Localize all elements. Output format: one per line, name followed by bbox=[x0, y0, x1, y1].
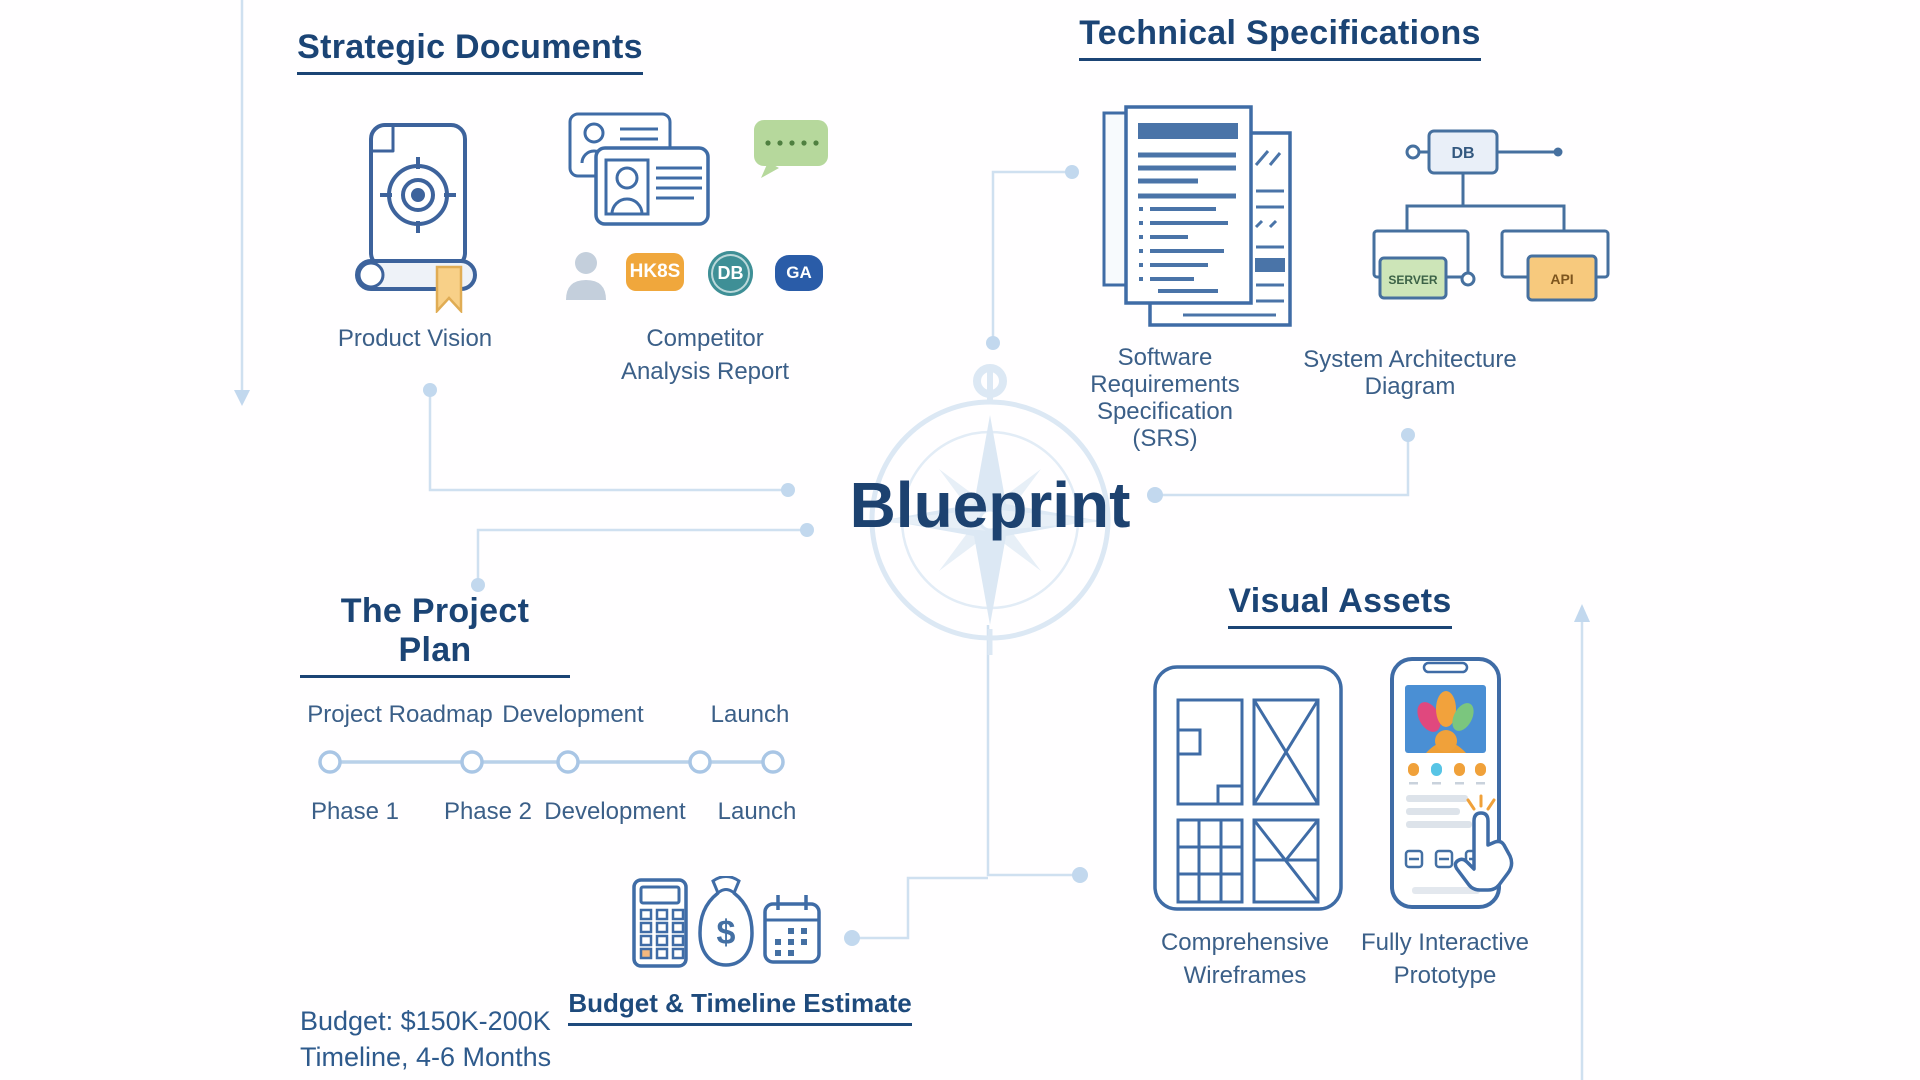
timeline-bottom-label-development: Development bbox=[544, 798, 686, 825]
timeline-node bbox=[318, 750, 342, 774]
timeline-top-label-roadmap: Project Roadmap bbox=[307, 701, 493, 728]
svg-text:API: API bbox=[1550, 271, 1573, 287]
bookmark-ribbon-icon bbox=[435, 265, 463, 313]
competitor-analysis-label: Competitor Analysis Report bbox=[620, 325, 790, 385]
compass-watermark bbox=[869, 364, 1111, 655]
timeline-node bbox=[460, 750, 484, 774]
technical-heading: Technical Specifications bbox=[1070, 14, 1490, 61]
strategic-heading: Strategic Documents bbox=[290, 28, 650, 75]
timeline-node bbox=[556, 750, 580, 774]
badge-ga: GA bbox=[775, 255, 823, 291]
timeline-bottom-label-phase1: Phase 1 bbox=[310, 798, 400, 825]
svg-text:DB: DB bbox=[1451, 145, 1474, 162]
architecture-label: System Architecture Diagram bbox=[1303, 346, 1517, 400]
budget-timeline-heading: Budget & Timeline Estimate bbox=[555, 988, 925, 1026]
db-box bbox=[1427, 129, 1499, 175]
prototype-label: Fully Interactive Prototype bbox=[1360, 929, 1530, 989]
budget-amount: Budget: $150K-200K bbox=[300, 1006, 551, 1036]
chat-bubble-icon bbox=[754, 120, 828, 178]
timeline-bottom-label-phase2: Phase 2 bbox=[443, 798, 533, 825]
srs-label: Software Requirements Specification (SRS… bbox=[1090, 344, 1240, 452]
svg-text:SERVER: SERVER bbox=[1388, 273, 1437, 287]
timeline-node bbox=[761, 750, 785, 774]
visual-assets-heading: Visual Assets bbox=[1160, 582, 1520, 629]
server-box bbox=[1378, 256, 1448, 300]
center-title: Blueprint bbox=[849, 469, 1131, 541]
product-vision-label: Product Vision bbox=[337, 325, 493, 352]
product-vision-scroll-icon bbox=[355, 123, 477, 313]
competitor-cards-icon bbox=[568, 112, 710, 226]
wireframes-icon bbox=[1153, 665, 1343, 911]
target-icon bbox=[380, 157, 456, 233]
badge-db: DB bbox=[708, 251, 753, 296]
person-icon bbox=[566, 252, 606, 300]
calendar-icon bbox=[763, 895, 821, 964]
money-bag-icon: $ bbox=[698, 876, 754, 967]
timeline-bottom-label-launch: Launch bbox=[717, 798, 797, 825]
up-arrow-icon bbox=[1574, 604, 1590, 622]
phone-action-dots bbox=[1408, 763, 1486, 776]
api-box bbox=[1526, 254, 1598, 302]
project-plan-heading: The Project Plan bbox=[300, 592, 570, 678]
connector-dots bbox=[234, 165, 1590, 946]
timeline-top-label-launch: Launch bbox=[710, 701, 790, 728]
phone-notch bbox=[1422, 661, 1469, 674]
dollar-symbol: $ bbox=[717, 914, 736, 952]
timeline-node bbox=[688, 750, 712, 774]
down-arrow-icon bbox=[234, 390, 250, 406]
badge-hk8s: HK8S bbox=[626, 253, 684, 291]
phone-hero-image bbox=[1405, 685, 1486, 753]
timeline-duration: Timeline, 4-6 Months bbox=[300, 1042, 552, 1072]
wireframes-label: Comprehensive Wireframes bbox=[1160, 929, 1330, 989]
calculator-icon bbox=[632, 878, 688, 968]
pointer-hand-icon bbox=[1453, 794, 1514, 892]
system-architecture-icon: DB SERVER API bbox=[1372, 129, 1610, 302]
timeline bbox=[318, 750, 785, 774]
prototype-phone-icon bbox=[1390, 657, 1514, 909]
timeline-top-label-development: Development bbox=[502, 701, 644, 728]
srs-documents-icon bbox=[1102, 105, 1292, 327]
